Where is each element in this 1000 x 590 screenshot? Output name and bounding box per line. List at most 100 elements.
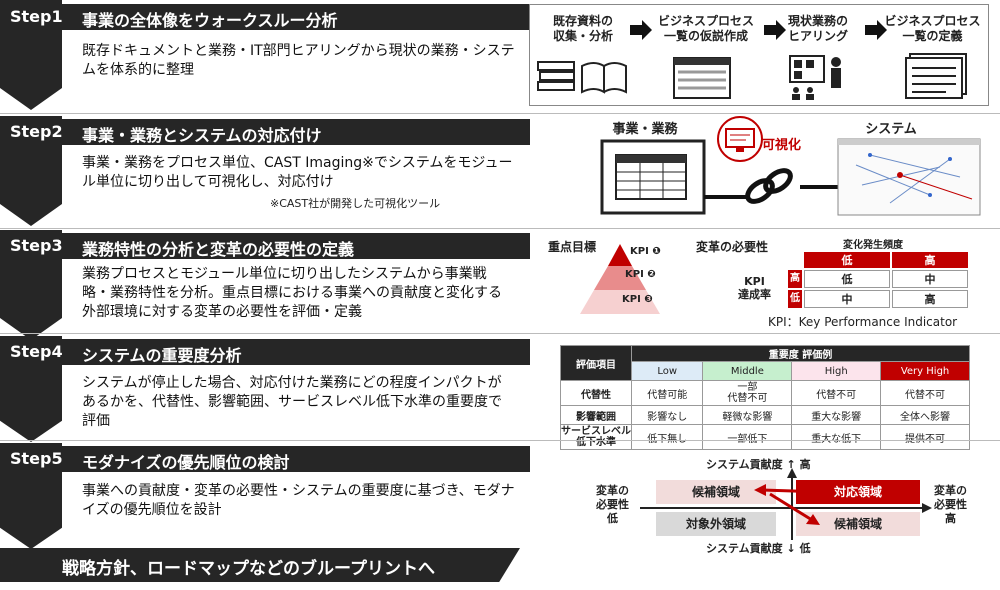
step4-label: Step4 bbox=[10, 342, 63, 361]
step2-graphics bbox=[600, 116, 981, 216]
quadrant-left-label: 変革の 必要性 低 bbox=[596, 484, 629, 525]
importance-table: 評価項目 重要度 評価例 Low Middle High Very High 代… bbox=[560, 345, 970, 450]
header-eval-item: 評価項目 bbox=[560, 345, 632, 381]
step3-goal-label: 重点目標 bbox=[548, 240, 597, 254]
level-low: Low bbox=[630, 361, 704, 381]
change-frequency-label: 変化発生頻度 bbox=[843, 240, 903, 251]
step5-header: Step5 モダナイズの優先順位の検討 bbox=[0, 446, 530, 472]
matrix-col-high: 高 bbox=[892, 252, 968, 268]
step4-header: Step4 システムの重要度分析 bbox=[0, 339, 530, 365]
quadrant-bottom-label: システム貢献度 ↓ 低 bbox=[706, 542, 811, 555]
flow-item-1-label: 既存資料の 収集・分析 bbox=[552, 14, 613, 43]
separator bbox=[0, 113, 1000, 114]
step1-flow-graphics bbox=[537, 20, 967, 100]
business-process-box bbox=[600, 139, 706, 215]
quadrant-top-label: システム貢献度 ↑ 高 bbox=[706, 458, 811, 471]
axis-high: 高 bbox=[799, 458, 811, 471]
step3-description: 業務プロセスとモジュール単位に切り出したシステムから事業戦略・業務特性を分析。重… bbox=[82, 266, 502, 320]
table-cell: 影響なし bbox=[630, 405, 704, 425]
presentation-icon bbox=[789, 55, 841, 100]
step1-header: Step1 事業の全体像をウォークスルー分析 bbox=[0, 4, 530, 30]
final-bar bbox=[0, 548, 520, 582]
table-row: 影響範囲 影響なし 軽微な影響 重大な影響 全体へ影響 bbox=[560, 405, 970, 425]
arrow-icon bbox=[630, 20, 652, 40]
step5-label: Step5 bbox=[10, 449, 63, 468]
matrix-cell: 高 bbox=[892, 290, 968, 308]
step3-title: 業務特性の分析と変革の必要性の定義 bbox=[82, 240, 355, 259]
step2-system-label: システム bbox=[865, 122, 917, 137]
step4-title: システムの重要度分析 bbox=[82, 346, 242, 365]
separator bbox=[0, 440, 1000, 441]
step2-business-label: 事業・業務 bbox=[612, 122, 678, 137]
matrix-cell: 低 bbox=[804, 270, 890, 288]
quadrant-right-label: 変革の 必要性 高 bbox=[934, 484, 967, 525]
matrix-col-low: 低 bbox=[804, 252, 890, 268]
level-middle: Middle bbox=[702, 361, 793, 381]
step2-title: 事業・業務とシステムの対応付け bbox=[82, 126, 322, 145]
row-label: 代替性 bbox=[560, 380, 632, 406]
kpi-3-label: KPI ❸ bbox=[622, 294, 653, 305]
visualization-monitor-icon bbox=[717, 116, 763, 162]
step3-label: Step3 bbox=[10, 236, 63, 255]
pyramid-tier-2 bbox=[594, 266, 646, 290]
business-table-icon bbox=[615, 154, 687, 200]
step2-visualize-label: 可視化 bbox=[762, 138, 802, 153]
quadrant-out-of-scope: 対象外領域 bbox=[656, 512, 776, 536]
table-cell: 代替不可 bbox=[880, 380, 970, 406]
step4-description: システムが停止した場合、対応付けた業務にどの程度インパクトがあるかを、代替性、影… bbox=[82, 375, 502, 429]
matrix-cell: 中 bbox=[804, 290, 890, 308]
table-cell: 代替可能 bbox=[630, 380, 704, 406]
axis-low: 低 bbox=[799, 542, 811, 555]
kpi-2-label: KPI ❷ bbox=[625, 269, 656, 280]
row-label: サービスレベル 低下水準 bbox=[560, 424, 632, 450]
list-document-icon bbox=[673, 57, 731, 99]
arrow-icon bbox=[764, 20, 786, 40]
table-cell: 一部 代替不可 bbox=[702, 380, 793, 406]
flow-item-2-label: ビジネスプロセス 一覧の仮説作成 bbox=[657, 14, 754, 43]
step1-description: 既存ドキュメントと業務・IT部門ヒアリングから現状の業務・システムを体系的に整理 bbox=[82, 43, 515, 78]
system-graph-screenshot bbox=[837, 138, 981, 216]
pyramid-tier-3 bbox=[580, 290, 660, 314]
step2-header: Step2 事業・業務とシステムの対応付け bbox=[0, 119, 530, 145]
documents-icon bbox=[905, 53, 967, 99]
separator bbox=[0, 333, 1000, 334]
table-cell: 低下無し bbox=[630, 424, 704, 450]
step5-title: モダナイズの優先順位の検討 bbox=[82, 453, 290, 472]
kpi-pyramid bbox=[580, 244, 660, 314]
table-cell: 重大な低下 bbox=[791, 424, 882, 450]
matrix-row-low: 低 bbox=[788, 290, 802, 308]
step2-label: Step2 bbox=[10, 122, 63, 141]
quadrant-candidate-top: 候補領域 bbox=[656, 480, 776, 504]
step3-need-label: 変革の必要性 bbox=[696, 240, 769, 254]
axis-label: システム貢献度 bbox=[706, 542, 783, 555]
final-bar-label: 戦略方針、ロードマップなどのブループリントへ bbox=[62, 559, 435, 579]
table-row: サービスレベル 低下水準 低下無し 一部低下 重大な低下 提供不可 bbox=[560, 424, 970, 450]
matrix-row-high: 高 bbox=[788, 270, 802, 288]
axis-label: システム貢献度 bbox=[706, 458, 783, 471]
header-importance: 重要度 評価例 bbox=[631, 345, 970, 362]
kpi-footnote: KPI：Key Performance Indicator bbox=[768, 315, 958, 329]
table-row: 代替性 代替可能 一部 代替不可 代替不可 代替不可 bbox=[560, 380, 970, 406]
table-cell: 重大な影響 bbox=[791, 405, 882, 425]
quadrant-arrows bbox=[754, 484, 825, 525]
kpi-achievement-label: KPI 達成率 bbox=[738, 275, 771, 301]
flow-item-3-label: 現状業務の ヒアリング bbox=[787, 14, 848, 43]
step1-label: Step1 bbox=[10, 7, 63, 26]
matrix-cell: 中 bbox=[892, 270, 968, 288]
arrow-icon bbox=[865, 20, 887, 40]
kpi-1-label: KPI ❶ bbox=[630, 246, 661, 257]
separator bbox=[0, 228, 1000, 229]
step1-title: 事業の全体像をウォークスルー分析 bbox=[82, 11, 338, 30]
step3-header: Step3 業務特性の分析と変革の必要性の定義 bbox=[0, 233, 530, 259]
level-high: High bbox=[791, 361, 882, 381]
step2-description: 事業・業務をプロセス単位、CAST Imaging※でシステムをモジュール単位に… bbox=[82, 155, 513, 190]
table-cell: 代替不可 bbox=[791, 380, 882, 406]
flow-item-4-label: ビジネスプロセス 一覧の定義 bbox=[884, 14, 981, 43]
chain-link-icon bbox=[745, 168, 793, 204]
books-icon bbox=[537, 61, 627, 94]
row-label: 影響範囲 bbox=[560, 405, 632, 425]
step5-description: 事業への貢献度・変革の必要性・システムの重要度に基づき、モダナイズの優先順位を設… bbox=[82, 483, 515, 518]
level-very-high: Very High bbox=[880, 361, 970, 381]
pyramid-tier-1 bbox=[608, 244, 632, 266]
table-cell: 軽微な影響 bbox=[702, 405, 793, 425]
